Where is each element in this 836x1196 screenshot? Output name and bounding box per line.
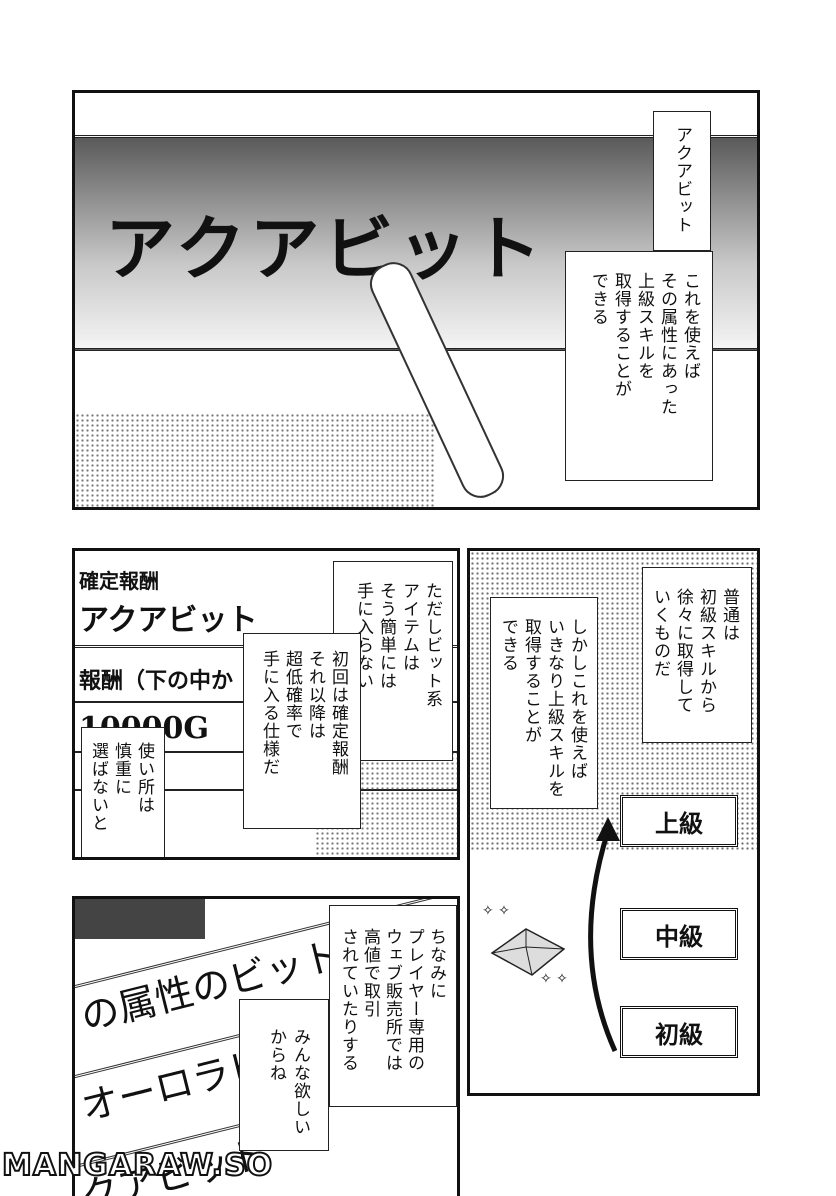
caption-line: できる [498, 618, 518, 672]
caption-line: 初級スキルから [696, 588, 716, 714]
panel-4: の属性のビット交換希 オーロラビット交換希 クアビット ちなみに プレイヤー専用… [72, 896, 460, 1196]
panel-3: 普通は 初級スキルから 徐々に取得して いくものだ しかしこれを使えば いきなり… [467, 548, 760, 1096]
caption-line: ちなみに [426, 928, 446, 1000]
caption-box-a: 普通は 初級スキルから 徐々に取得して いくものだ [642, 567, 752, 743]
caption-line: 取得することが [611, 272, 631, 398]
caption-box-b: みんな欲しい からね [239, 999, 329, 1151]
dark-corner [75, 899, 205, 939]
caption-line: その属性にあった [657, 272, 677, 416]
screen-title: アクアビット [105, 208, 546, 290]
choice-label: 報酬（下の中か [79, 669, 234, 694]
caption-line: 手に入る仕様だ [259, 650, 279, 776]
watermark: MANGARAW.SO [1, 1147, 274, 1184]
caption-line: 慎重に [111, 742, 131, 796]
caption-line: しかしこれを使えば [567, 618, 587, 780]
caption-box-main: これを使えば その属性にあった 上級スキルを 取得することが できる [565, 251, 713, 481]
caption-line: それ以降は [305, 650, 325, 740]
tier-upper: 上級 [620, 795, 738, 847]
caption-line: 超低確率で [282, 650, 302, 740]
caption-box-top: アクアビット [653, 111, 711, 251]
caption-text: アクアビット [672, 126, 692, 234]
caption-line: 上級スキルを [634, 272, 654, 380]
caption-line: 普通は [719, 588, 739, 642]
caption-line: いくものだ [650, 588, 670, 678]
gem-icon [490, 928, 566, 976]
caption-line: いきなり上級スキルを [544, 618, 564, 798]
caption-line: されていたりする [338, 928, 358, 1072]
caption-line: プレイヤー専用の [404, 928, 424, 1072]
up-arrow-icon [588, 817, 620, 1053]
caption-box-a: ちなみに プレイヤー専用の ウェブ販売所では 高値で取引 されていたりする [329, 905, 457, 1107]
caption-line: できる [588, 272, 608, 326]
caption-line: アイテムは [399, 582, 419, 672]
caption-line: ウェブ販売所では [382, 928, 402, 1072]
reward-item: アクアビット [79, 603, 258, 638]
sparkle-icon: ✧ ✧ [540, 971, 568, 987]
tier-beginner: 初級 [620, 1006, 738, 1058]
caption-line: 使い所は [134, 742, 154, 814]
sparkle-icon: ✧ ✧ [482, 903, 510, 919]
halftone-floor [75, 413, 435, 507]
caption-line: みんな欲しい [290, 1028, 310, 1136]
tier-middle: 中級 [620, 908, 738, 960]
caption-line: ただしビット系 [422, 582, 442, 708]
caption-line: 初回は確定報酬 [328, 650, 348, 776]
caption-box-b: 初回は確定報酬 それ以降は 超低確率で 手に入る仕様だ [243, 633, 361, 829]
caption-box-b: しかしこれを使えば いきなり上級スキルを 取得することが できる [490, 597, 598, 809]
caption-line: 徐々に取得して [673, 588, 693, 714]
panel-1: アクアビット アクアビット これを使えば その属性にあった 上級スキルを 取得す… [72, 90, 760, 510]
panel-2: 確定報酬 アクアビット 報酬（下の中か 10000G ただしビット系 アイテムは… [72, 548, 460, 860]
caption-line: からね [266, 1028, 286, 1082]
reward-label: 確定報酬 [79, 569, 159, 593]
caption-line: 取得することが [521, 618, 541, 744]
caption-line: 高値で取引 [360, 928, 380, 1018]
caption-line: 選ばないと [88, 742, 108, 832]
caption-line: これを使えば [680, 272, 700, 380]
caption-box-c: 使い所は 慎重に 選ばないと [81, 727, 165, 857]
caption-line: そう簡単には [376, 582, 396, 690]
